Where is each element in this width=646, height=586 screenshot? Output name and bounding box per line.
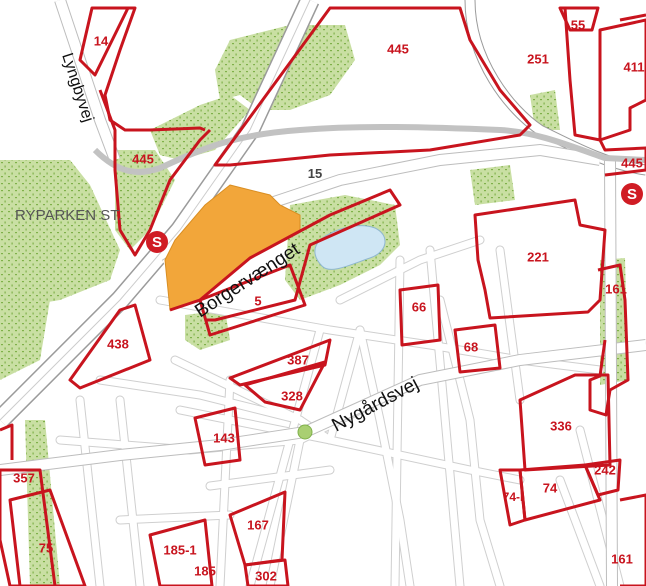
parcel-185-outline bbox=[148, 518, 214, 586]
parcel-label-242: 242 bbox=[594, 462, 616, 477]
svg-text:S: S bbox=[152, 234, 162, 251]
svg-text:S: S bbox=[627, 186, 637, 203]
parcel-221-outline bbox=[473, 198, 607, 320]
railway bbox=[92, 123, 646, 175]
parcel-label-14: 14 bbox=[94, 33, 109, 48]
parcel-label-66: 66 bbox=[412, 299, 426, 314]
parcel-68-outline bbox=[453, 323, 502, 374]
parcel-label-75: 75 bbox=[39, 540, 53, 555]
parcel-label-161-bottom: 161 bbox=[611, 551, 633, 566]
parcel-top-right-edge-outline bbox=[619, 13, 646, 22]
parcel-336-outline bbox=[518, 373, 612, 472]
parcel-445-left-outline bbox=[98, 89, 212, 257]
parcel-label-445-top: 445 bbox=[387, 41, 409, 56]
parcel-label-221: 221 bbox=[527, 249, 549, 264]
parcel-label-328: 328 bbox=[281, 388, 303, 403]
roundabout bbox=[297, 424, 313, 440]
parcel-label-55: 55 bbox=[571, 17, 585, 32]
area-label-15: 15 bbox=[308, 166, 322, 181]
s-train-icon[interactable]: S bbox=[146, 231, 168, 253]
parcel-label-68: 68 bbox=[464, 339, 478, 354]
parcel-445-top-outline bbox=[213, 6, 532, 167]
parcel-302-outline bbox=[243, 558, 290, 586]
parcel-label-387: 387 bbox=[287, 352, 309, 367]
parcel-left-edge-outline bbox=[0, 423, 14, 460]
parcel-label-5: 5 bbox=[254, 293, 261, 308]
parcel-5-outline bbox=[198, 263, 307, 337]
parcel-label-143: 143 bbox=[213, 430, 235, 445]
parcel-label-438: 438 bbox=[107, 336, 129, 351]
parcel-label-167: 167 bbox=[247, 517, 269, 532]
parcel-66-outline bbox=[398, 283, 442, 347]
place-label-ryparken: RYPARKEN ST. bbox=[15, 207, 122, 224]
parcel-label-251: 251 bbox=[527, 51, 549, 66]
parcel-label-445-right: 445 bbox=[621, 155, 643, 170]
parcel-357-outline bbox=[0, 468, 57, 586]
parcel-label-185-1: 185-1 bbox=[163, 542, 196, 557]
parcel-label-302: 302 bbox=[255, 568, 277, 583]
parcel-161-bottom-outline bbox=[619, 493, 646, 586]
parcel-143-outline bbox=[193, 406, 242, 467]
parcel-labels: 14 445 251 55 411 445 445 221 161 5 66 6… bbox=[13, 17, 644, 583]
parcel-328-outline bbox=[243, 360, 327, 412]
parcel-label-74-1: 74-I bbox=[503, 490, 524, 504]
parcel-outlines bbox=[0, 6, 646, 586]
parcel-label-357: 357 bbox=[13, 470, 35, 485]
s-train-icon[interactable]: S bbox=[621, 183, 643, 205]
parcel-label-336: 336 bbox=[550, 418, 572, 433]
parcel-5-upper-outline bbox=[169, 188, 402, 322]
parcel-label-445-left: 445 bbox=[132, 151, 154, 166]
parcel-445-right-outline bbox=[563, 7, 646, 177]
parcel-74-1-outline bbox=[498, 468, 527, 527]
parcel-label-411: 411 bbox=[624, 59, 645, 74]
parcel-75-outline bbox=[8, 488, 87, 586]
parcel-label-185: 185 bbox=[194, 563, 216, 578]
parcel-label-74: 74 bbox=[543, 480, 558, 495]
parcel-438-outline bbox=[68, 303, 152, 390]
parcel-label-161-top: 161 bbox=[605, 281, 627, 296]
